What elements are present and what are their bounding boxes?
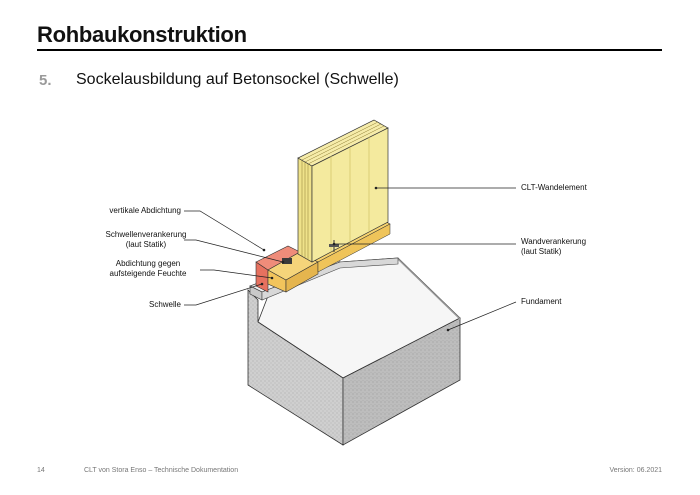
- title-divider: [37, 49, 662, 51]
- moisture-barrier: [282, 258, 292, 264]
- label-schwelle: Schwelle: [148, 300, 181, 309]
- label-schwellenverankerung: Schwellenverankerung (laut Statik): [96, 230, 196, 250]
- label-schwellenverankerung-line2: (laut Statik): [125, 240, 167, 249]
- label-abdichtung-line1: Abdichtung gegen: [115, 259, 181, 268]
- label-wandverankerung-line2: (laut Statik): [521, 247, 562, 256]
- plinth-slab: [261, 257, 399, 301]
- page-title: Rohbaukonstruktion: [37, 22, 247, 47]
- label-abdichtung-line2: aufsteigende Feuchte: [109, 269, 187, 278]
- label-schwellenverankerung-line1: Schwellenverankerung: [105, 230, 187, 239]
- label-fundament: Fundament: [521, 297, 562, 306]
- footer-version: Version: 06.2021: [609, 467, 662, 474]
- leader-abdichtung: [200, 269, 273, 279]
- label-wandverankerung: Wandverankerung (laut Statik): [521, 237, 586, 257]
- leader-schwellenverankerung: [184, 239, 284, 263]
- label-wandverankerung-line1: Wandverankerung: [521, 237, 587, 246]
- wall-base-strip-front: [317, 223, 391, 273]
- sill-side: [285, 261, 319, 293]
- label-clt-wandelement: CLT-Wandelement: [521, 183, 587, 192]
- footer-doc-title: CLT von Stora Enso – Technische Dokument…: [84, 467, 239, 474]
- leader-fundament: [447, 301, 517, 331]
- foundation-back-edge: [398, 258, 460, 320]
- foundation-front-side: [342, 317, 461, 446]
- leader-vertikale-abdichtung: [184, 210, 265, 251]
- label-abdichtung-feuchte: Abdichtung gegen aufsteigende Feuchte: [97, 259, 199, 279]
- section-title: Sockelausbildung auf Betonsockel (Schwel…: [76, 71, 399, 88]
- leader-schwelle: [184, 283, 263, 306]
- section-number: 5.: [39, 72, 52, 89]
- page-number: 14: [37, 467, 45, 474]
- label-vertikale-abdichtung: vertikale Abdichtung: [109, 206, 181, 215]
